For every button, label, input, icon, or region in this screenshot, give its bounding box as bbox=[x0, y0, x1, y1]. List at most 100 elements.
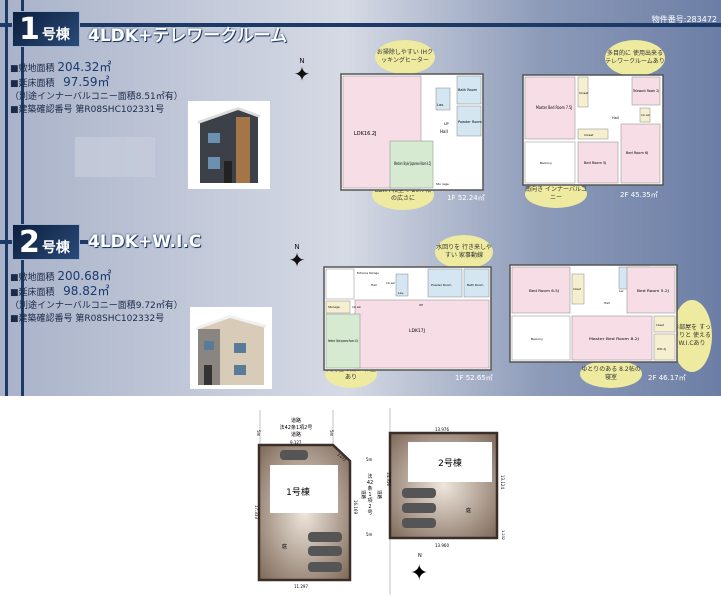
road-label: 道路 bbox=[360, 490, 367, 499]
dimension: 16.169 bbox=[353, 500, 358, 514]
compass-icon: ✦ bbox=[410, 561, 428, 586]
dimension: 5m bbox=[256, 430, 261, 437]
dimension: 17.333 bbox=[254, 505, 259, 519]
floor-area-2f: 2F 46.17㎡ bbox=[648, 374, 686, 382]
floorplan-1-1f: LDK16.2J Western Style/ Japanese Room 4.… bbox=[340, 73, 485, 195]
room-label: Closet bbox=[573, 287, 581, 291]
label: ■建築確認番号 bbox=[10, 105, 73, 115]
road-char: 42 bbox=[367, 480, 373, 486]
floorplan-2-2f: Bed Room 6.5J Closet Hall Lav. Bed Room … bbox=[509, 264, 679, 368]
garden-label: 庭 bbox=[466, 507, 471, 514]
building-2-specs: ■敷地面積 200.68㎡ ■延床面積 98.82㎡ （別途インナーバルコニー面… bbox=[10, 270, 183, 326]
site-plan: 道路 法42条1項2号 道路 5m 5m 1号棟 庭 2号棟 庭 9.127 3… bbox=[254, 408, 505, 595]
room-label: UP bbox=[419, 303, 423, 307]
room-label: Telework Room 2J bbox=[632, 89, 659, 93]
room-label: Bed Room 5J bbox=[584, 161, 606, 165]
road-label: 法42条1項2号 bbox=[280, 424, 313, 431]
callout: ゆとりのある 8.2帖の寝室 bbox=[580, 360, 642, 388]
room-label: Bed Room 6.5J bbox=[529, 289, 559, 293]
site-area: 204.32㎡ bbox=[57, 60, 112, 74]
room-label: LDK16.2J bbox=[354, 131, 377, 137]
floorplan-1-2f: Master Bed Room 7.5J Closet Telework Roo… bbox=[522, 74, 664, 190]
dimension: 3.072 bbox=[336, 453, 346, 463]
room-label: Lav. bbox=[619, 289, 624, 293]
decor-line bbox=[0, 23, 721, 27]
compass-label: N bbox=[294, 243, 300, 251]
callout: お掃除しやすい IHクッキングヒーター bbox=[375, 40, 435, 74]
label: ■建築確認番号 bbox=[10, 314, 73, 324]
room-label: Closet bbox=[584, 133, 594, 137]
room-label: Sto rage bbox=[436, 182, 449, 186]
room-label: Hall bbox=[371, 283, 377, 287]
room-label: Master Bed Room 7.5J bbox=[536, 105, 572, 110]
room-label: Bath Room bbox=[467, 283, 484, 287]
dimension: 9.127 bbox=[290, 440, 302, 445]
room-label: Clo set bbox=[386, 281, 395, 285]
label: ■敷地面積 bbox=[10, 273, 55, 283]
room-label: Bed Room 5.2J bbox=[637, 289, 669, 293]
lot-label: 2号棟 bbox=[438, 457, 462, 469]
room-label: LDK17J bbox=[409, 328, 425, 334]
room-label: Lav. bbox=[398, 291, 404, 295]
room-label: Lav. bbox=[437, 103, 444, 107]
lot-label: 1号棟 bbox=[286, 486, 310, 498]
dimension: 13.124 bbox=[500, 475, 505, 489]
room-label: Hall bbox=[440, 129, 448, 134]
compass-icon: N✦ bbox=[288, 243, 306, 272]
room-label: Master Bed Room 8.2J bbox=[589, 337, 639, 341]
room-label: WIC 2J bbox=[657, 347, 666, 351]
garden-label: 庭 bbox=[282, 543, 287, 550]
dimension: 5m bbox=[329, 430, 334, 437]
label: ■延床面積 bbox=[10, 288, 55, 298]
room-label: Balcony bbox=[540, 161, 552, 165]
floor-area-1f: 1F 52.24㎡ bbox=[447, 194, 485, 202]
decor-line bbox=[5, 0, 8, 396]
badge-number: 1 bbox=[19, 12, 40, 47]
road-char: 号 bbox=[367, 510, 372, 516]
room-label: Powder Room bbox=[458, 120, 482, 124]
label: ■延床面積 bbox=[10, 79, 55, 89]
room-label: Powder Room bbox=[431, 283, 452, 287]
compass-icon: N✦ bbox=[293, 57, 311, 86]
road-mid-label: 法 42 条 1 項 2 号 bbox=[367, 473, 373, 516]
room-label: Hall bbox=[612, 116, 619, 120]
road-char: 法 bbox=[367, 473, 372, 480]
decor-line bbox=[21, 0, 24, 396]
dimension: 11.297 bbox=[294, 584, 308, 589]
building-2-layout: 4LDK+W.I.C bbox=[88, 232, 202, 252]
road-label: 道路 bbox=[291, 417, 301, 424]
road-label: 道路 bbox=[291, 431, 301, 438]
room-label: Entrance Storage bbox=[357, 271, 379, 275]
building-1-specs: ■敷地面積 204.32㎡ ■延床面積 97.59㎡ （別途インナーバルコニー面… bbox=[10, 61, 183, 117]
badge-suffix: 号棟 bbox=[41, 240, 70, 256]
room-label: Bed Room 6J bbox=[626, 151, 648, 155]
compass-label: N bbox=[299, 57, 305, 65]
badge-number: 2 bbox=[19, 225, 40, 260]
room-label: Bath Room bbox=[458, 88, 478, 92]
permit-number: 第R08SHC102332号 bbox=[75, 314, 165, 324]
dimension: 1.232 bbox=[501, 530, 505, 540]
road-char: 1 bbox=[368, 492, 371, 498]
floor-area-2f: 2F 45.35㎡ bbox=[620, 191, 658, 199]
floor-area: 97.59㎡ bbox=[63, 75, 110, 89]
compass-label: N bbox=[418, 553, 422, 559]
permit-number: 第R08SHC102331号 bbox=[75, 105, 165, 115]
floorplan-2-1f: Entrance Storage Hall Clo set Lav. Powde… bbox=[323, 264, 493, 376]
balcony-note: （別途インナーバルコニー面積8.51㎡有） bbox=[10, 92, 183, 102]
floor-area-1f: 1F 52.65㎡ bbox=[455, 374, 493, 382]
house-1-image bbox=[188, 101, 270, 189]
callout: 多目的に 使用出来る テレワークルームあり bbox=[605, 40, 665, 76]
house-2-footprint bbox=[408, 442, 492, 482]
dimension: 5m bbox=[366, 457, 373, 462]
road-char: 2 bbox=[368, 504, 371, 510]
dimension: 14.356 bbox=[386, 472, 391, 486]
label: ■敷地面積 bbox=[10, 64, 55, 74]
room-label: Balcony bbox=[531, 337, 543, 341]
road-char: 条 bbox=[367, 485, 372, 492]
site-area: 200.68㎡ bbox=[57, 269, 112, 283]
balcony-note: （別途インナーバルコニー面積9.72㎡有） bbox=[10, 301, 183, 311]
road-label: 道路 bbox=[376, 490, 383, 499]
room-label: UP bbox=[444, 122, 449, 126]
room-label: Clo set bbox=[641, 113, 650, 117]
